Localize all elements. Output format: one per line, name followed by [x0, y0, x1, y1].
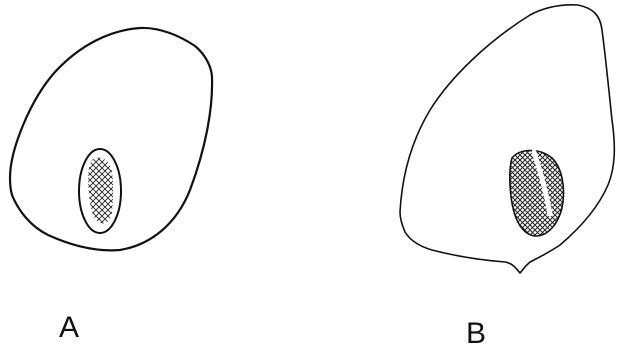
shape-a	[10, 28, 212, 250]
shape-b-outline	[400, 5, 614, 273]
shape-b	[400, 5, 614, 273]
label-a: A	[59, 313, 79, 343]
label-b: B	[466, 319, 486, 349]
